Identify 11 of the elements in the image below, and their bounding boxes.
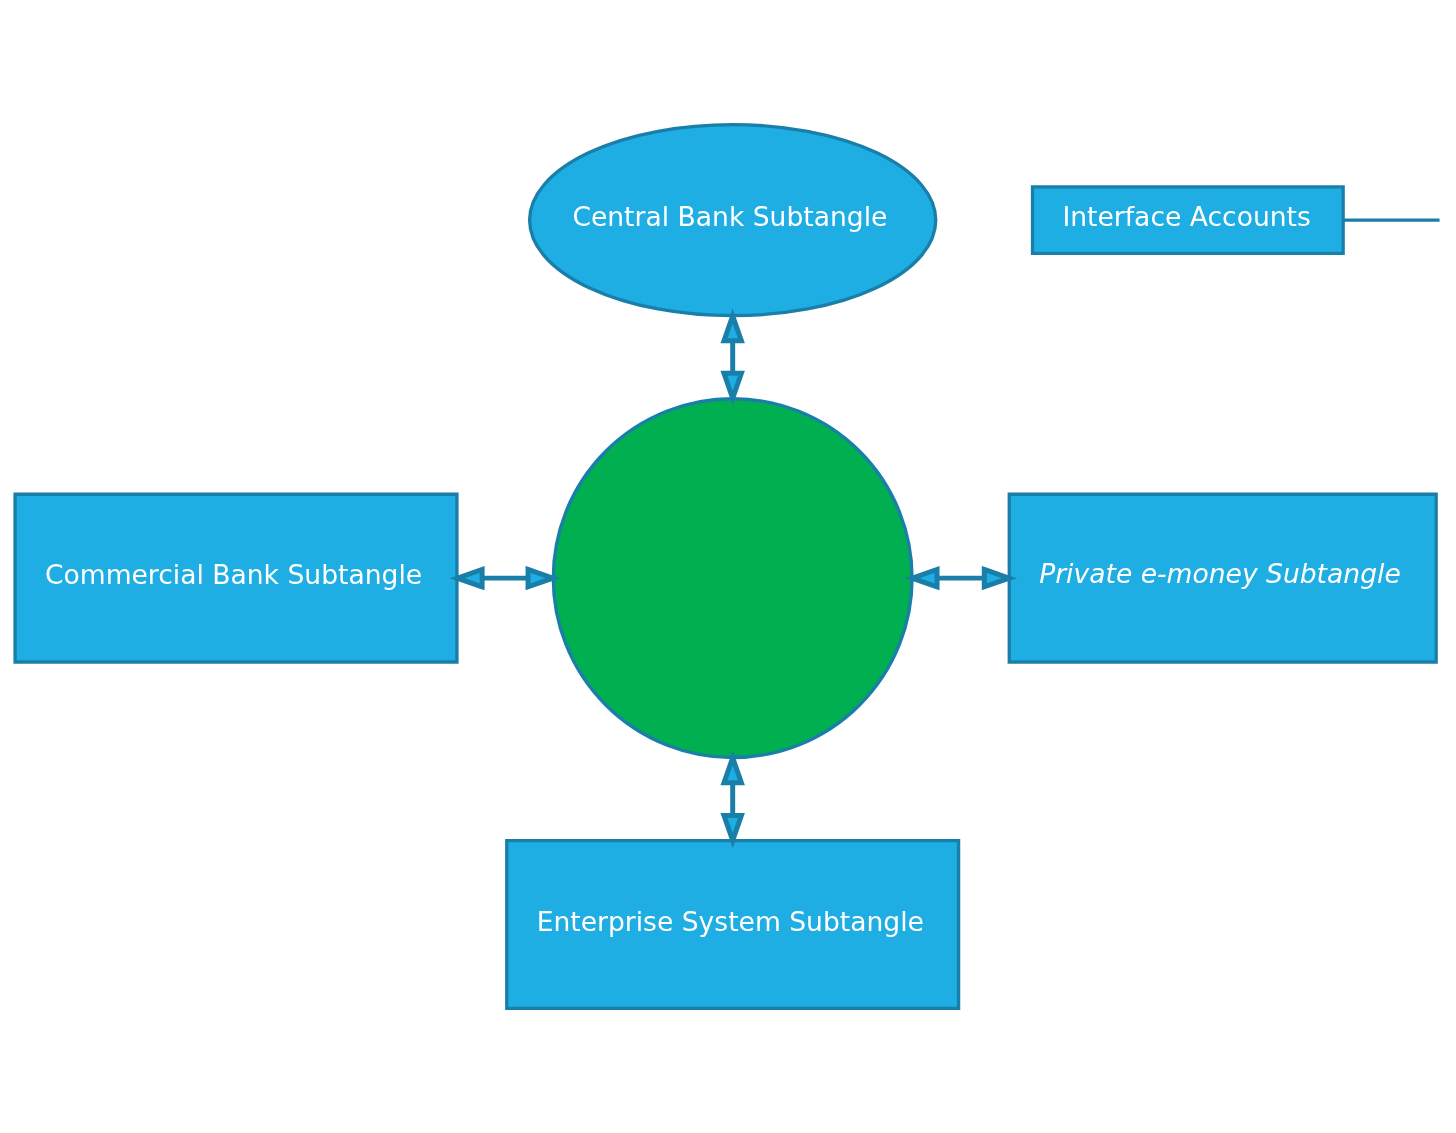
node-box: Commercial Bank Subtangle [13,492,459,664]
node-box: Private e-money Subtangle [1007,492,1438,664]
arrow [449,565,561,591]
arrow [904,565,1017,591]
arrow [720,308,745,406]
node-ellipse: Central Bank Subtangle [527,123,938,318]
node-circle [551,397,914,760]
node-box: Enterprise System Subtangle [505,838,961,1010]
arrow [720,750,745,848]
connector [1343,218,1440,222]
node-box: Interface Accounts [1030,185,1345,256]
